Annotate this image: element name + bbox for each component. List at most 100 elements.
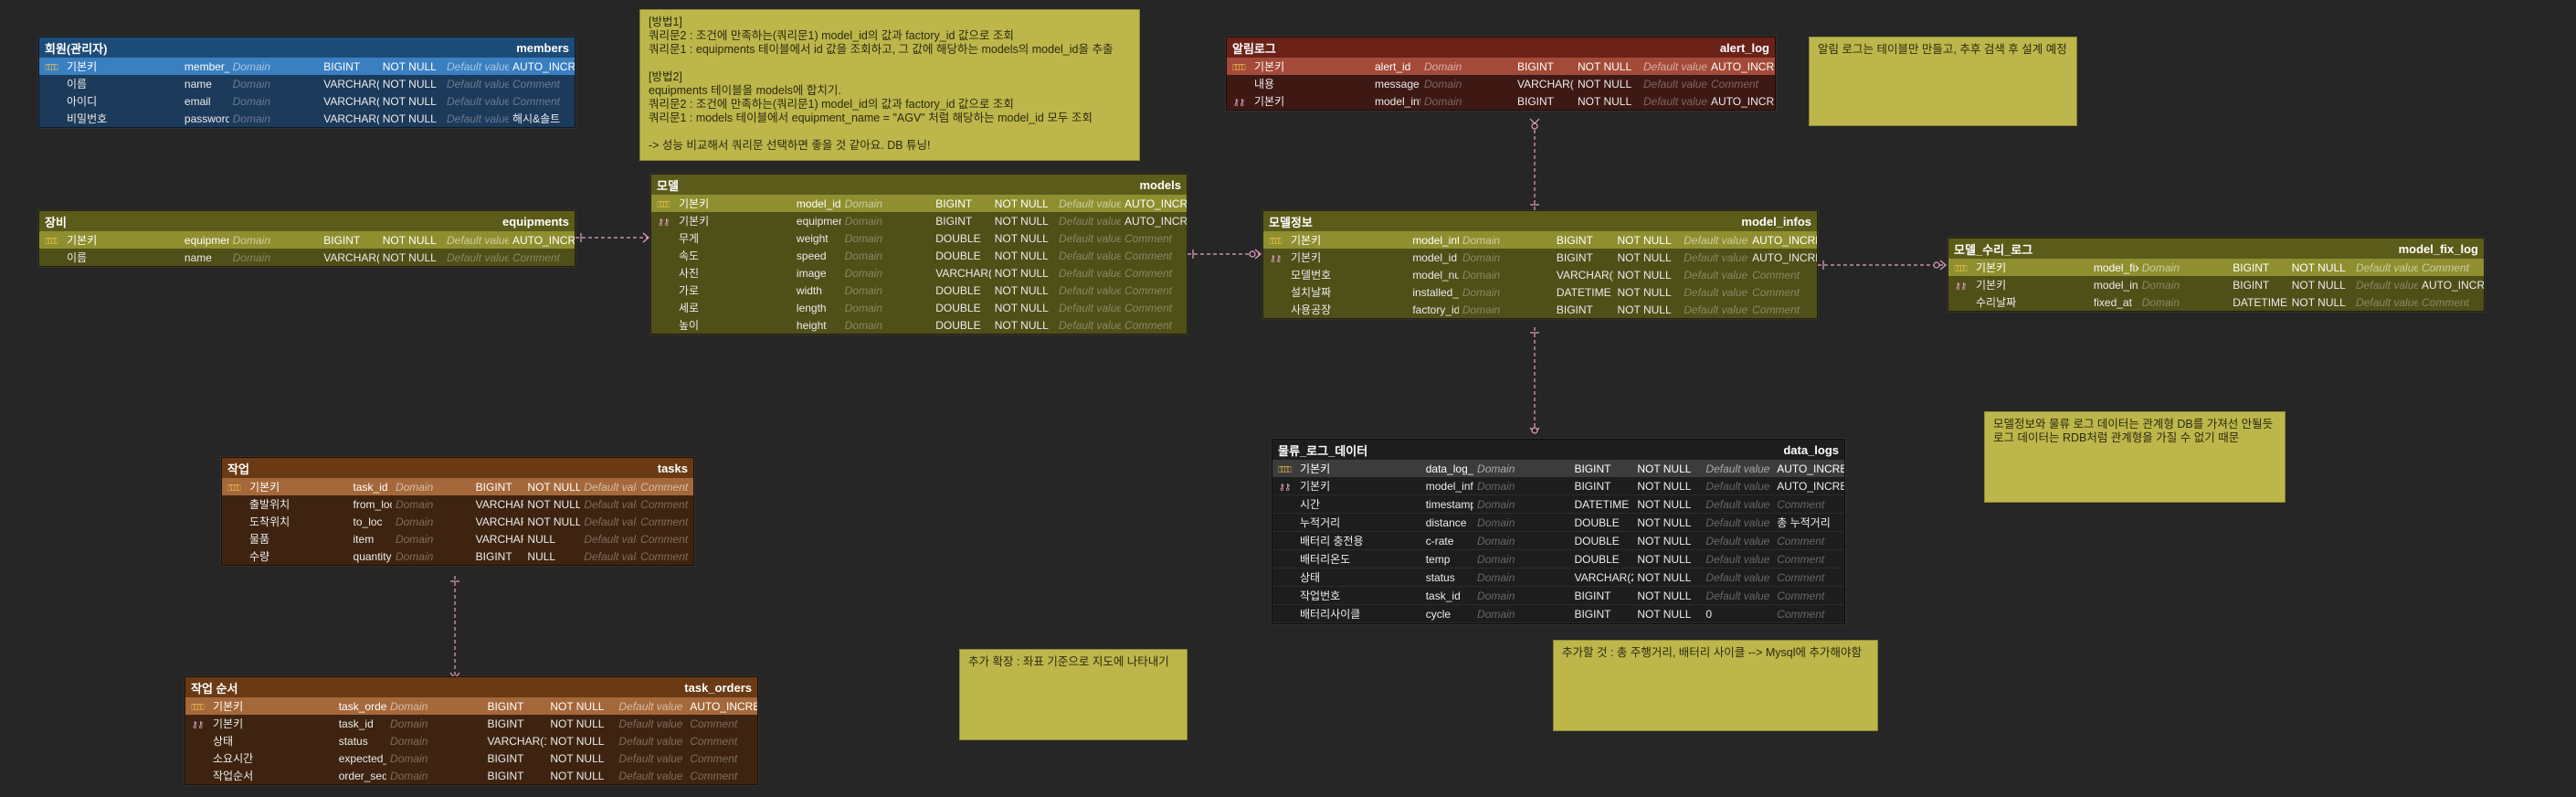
- table-equipments[interactable]: 장비equipments⚿⚿기본키equipment_idDomainBIGIN…: [38, 210, 575, 267]
- pk-key-icon: ⚿⚿: [227, 483, 240, 494]
- column-default: Default value: [584, 549, 637, 563]
- note-alert-log: 알림 로그는 테이블만 만들고, 추후 검색 후 설계 예정: [1809, 37, 2077, 126]
- row-key-cell: [222, 530, 246, 547]
- table-name: members: [516, 40, 569, 55]
- column-extra: Comment: [637, 478, 693, 495]
- row-key-cell: [222, 513, 246, 530]
- table-name: equipments: [502, 214, 569, 228]
- column-extra: Comment: [1752, 268, 1800, 282]
- row-key-cell: [1272, 586, 1296, 605]
- column-extra: Comment: [1773, 604, 1844, 623]
- column-name: timestamp: [1421, 494, 1474, 514]
- column-extra: Comment: [512, 77, 561, 90]
- table-label: 회원(관리자): [45, 41, 108, 56]
- column-name: task_id: [338, 717, 374, 730]
- column-nullable: NOT NULL: [1633, 494, 1703, 514]
- table-header[interactable]: 회원(관리자) members: [39, 37, 575, 58]
- column-nullable: NOT NULL: [550, 769, 605, 782]
- column-label: 속도: [679, 250, 700, 262]
- column-name: task_id: [1421, 586, 1474, 605]
- table-model-infos[interactable]: 모델정보model_infos⚿⚿기본키model_infos_idDomain…: [1262, 210, 1818, 319]
- note-methods: [방법1] 쿼리문2 : 조건에 만족하는(쿼리문1) model_id의 값과…: [639, 9, 1140, 161]
- column-type: BIGINT: [487, 717, 524, 730]
- note-extension: 추가 확장 : 좌표 기준으로 지도에 나타내기: [959, 649, 1188, 740]
- column-default: Default value: [618, 717, 683, 730]
- column-default: Default value: [618, 769, 683, 782]
- column-type: BIGINT: [475, 549, 512, 563]
- column-type: DOUBLE: [1570, 531, 1634, 550]
- column-label: 누적거리: [1296, 513, 1422, 532]
- column-label: 시간: [1296, 494, 1422, 514]
- table-model-fix-log[interactable]: 모델_수리_로그model_fix_log⚿⚿기본키model_fix_idDo…: [1948, 238, 2485, 312]
- table-members[interactable]: 회원(관리자) members ⚿⚿기본키member_idDomainBIGINT…: [38, 37, 575, 128]
- column-domain: Domain: [395, 497, 434, 511]
- row-key-cell: [1272, 549, 1296, 569]
- table-task-orders[interactable]: 작업 순서task_orders⚿⚿기본키task_order_idDomain…: [185, 676, 758, 785]
- column-domain: Domain: [386, 697, 484, 715]
- column-type: BIGINT: [1514, 58, 1574, 75]
- table-data-logs[interactable]: 물류_로그_데이터data_logs⚿⚿기본키data_log_idDomain…: [1272, 439, 1845, 624]
- column-extra: Comment: [1124, 301, 1173, 314]
- column-default: Default value: [615, 697, 687, 715]
- column-label: 높이: [679, 319, 700, 332]
- column-nullable: NOT NULL: [994, 214, 1049, 228]
- column-name: factory_id: [1412, 303, 1459, 316]
- column-name: task_id: [349, 478, 392, 495]
